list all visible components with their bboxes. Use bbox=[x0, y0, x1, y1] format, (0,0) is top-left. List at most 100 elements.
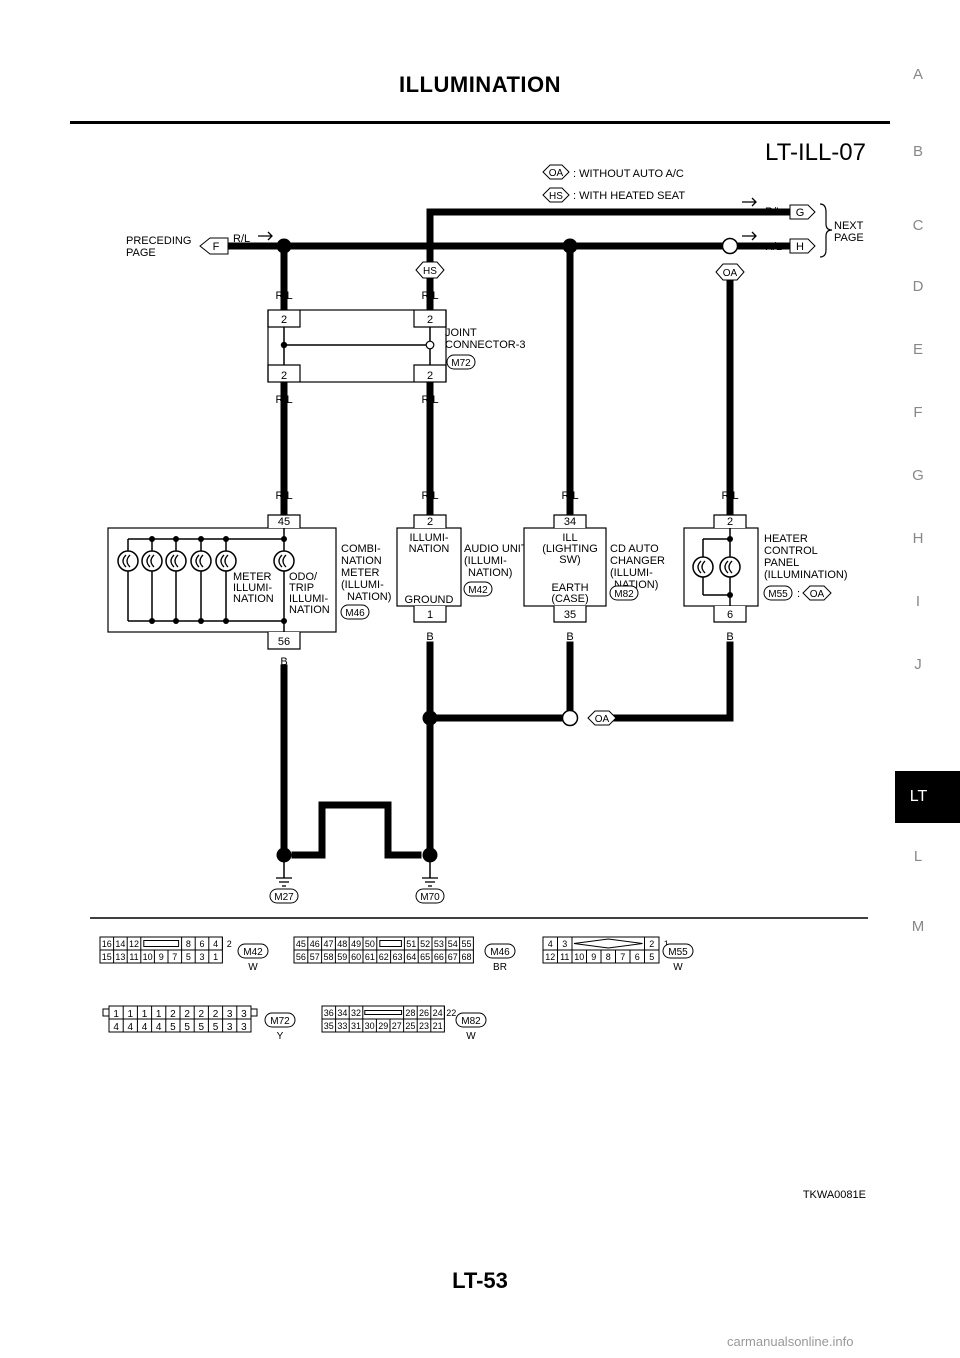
svg-text:34: 34 bbox=[564, 516, 576, 528]
svg-text:NATION: NATION bbox=[233, 593, 274, 605]
side-index-i[interactable]: I bbox=[915, 593, 921, 610]
svg-text:OA: OA bbox=[723, 268, 738, 279]
audio-connector-id: M42 bbox=[468, 585, 488, 596]
connector-pin: 53 bbox=[434, 939, 444, 949]
svg-text:METER: METER bbox=[341, 567, 380, 579]
svg-text:(ILLUMINATION): (ILLUMINATION) bbox=[764, 569, 848, 581]
wires bbox=[226, 208, 799, 859]
connector-pin: 4 bbox=[113, 1022, 119, 1033]
connector-pin: 1 bbox=[213, 952, 218, 962]
legend-hs-tag-shape bbox=[542, 187, 570, 203]
connector-pin: 24 bbox=[433, 1008, 443, 1018]
connector-pin: 1 bbox=[156, 1009, 162, 1020]
side-index-m[interactable]: M bbox=[911, 918, 925, 935]
ground-m70[interactable]: M70 bbox=[415, 862, 445, 904]
connector-pin: 34 bbox=[337, 1008, 347, 1018]
svg-text:(LIGHTING: (LIGHTING bbox=[542, 543, 598, 555]
offpage-g-tag: G bbox=[796, 207, 805, 219]
connector-pin: 11 bbox=[129, 952, 138, 962]
side-index: A B C D E F G H I J LT L M bbox=[895, 0, 960, 1358]
joint-label-l1: JOINT bbox=[445, 327, 477, 339]
bulb-icon bbox=[692, 556, 714, 578]
svg-text:45: 45 bbox=[278, 516, 290, 528]
svg-text:ILL: ILL bbox=[562, 532, 577, 544]
brace-icon bbox=[819, 203, 833, 258]
side-index-a[interactable]: A bbox=[912, 66, 923, 83]
connector-pin: 1 bbox=[664, 939, 669, 949]
bulb-icon bbox=[165, 550, 187, 572]
heater-control-panel[interactable]: 2 6 HEATER CONTROL PANEL (ILLUMINATION) … bbox=[683, 514, 848, 623]
wire-color-b: B bbox=[280, 822, 287, 834]
wire-color-rl: R/L bbox=[765, 206, 782, 218]
side-index-g[interactable]: G bbox=[912, 467, 924, 484]
svg-text:NATION: NATION bbox=[409, 543, 450, 555]
wire-color-b: B bbox=[566, 631, 573, 643]
svg-text:NATION): NATION) bbox=[347, 591, 391, 603]
wire-color-rl: R/L bbox=[275, 490, 292, 502]
connector-pin: 45 bbox=[296, 939, 306, 949]
connector-pin: 33 bbox=[337, 1021, 347, 1031]
preceding-page-connector[interactable]: PRECEDING PAGE F R/L bbox=[126, 231, 273, 259]
svg-text:ILLUMI-: ILLUMI- bbox=[409, 532, 448, 544]
connector-pin: 4 bbox=[548, 939, 553, 949]
svg-text:(ILLUMI-: (ILLUMI- bbox=[341, 579, 384, 591]
arrow-icon bbox=[742, 231, 757, 241]
audio-unit[interactable]: 2 1 ILLUMI- NATION GROUND AUDIO UNIT (IL… bbox=[396, 514, 528, 623]
combination-meter[interactable]: 45 56 METER ILLUMI- NATION ODO/ TRIP ILL… bbox=[107, 514, 391, 650]
connector-pin: 4 bbox=[142, 1022, 148, 1033]
svg-text:2: 2 bbox=[427, 370, 433, 382]
connector-id: M82 bbox=[461, 1016, 481, 1027]
side-index-l[interactable]: L bbox=[913, 848, 923, 865]
page-title: ILLUMINATION bbox=[398, 72, 561, 97]
connector-pin: 3 bbox=[562, 939, 567, 949]
svg-text:SW): SW) bbox=[559, 554, 580, 566]
connector-pin: 1 bbox=[142, 1009, 148, 1020]
svg-text:2: 2 bbox=[427, 314, 433, 326]
side-index-lt-active[interactable]: LT bbox=[895, 771, 960, 823]
svg-text:NATION: NATION bbox=[341, 555, 382, 567]
connector-pin: 1 bbox=[113, 1009, 119, 1020]
connector-pin: 67 bbox=[448, 952, 458, 962]
wire-color-b: B bbox=[726, 631, 733, 643]
side-index-j[interactable]: J bbox=[914, 656, 922, 673]
connector-pin: 2 bbox=[213, 1009, 219, 1020]
side-index-f[interactable]: F bbox=[913, 404, 923, 421]
ground-m27[interactable]: M27 bbox=[269, 862, 299, 904]
connector-pin: 5 bbox=[184, 1022, 190, 1033]
svg-text:PANEL: PANEL bbox=[764, 557, 799, 569]
legend-oa-text: : WITHOUT AUTO A/C bbox=[573, 168, 684, 180]
hs-tag: HS bbox=[415, 261, 445, 279]
cd-auto-changer[interactable]: 34 35 ILL (LIGHTING SW) EARTH (CASE) CD … bbox=[523, 514, 665, 623]
page-number: LT-53 bbox=[452, 1268, 508, 1293]
wire-color-rl: R/L bbox=[421, 290, 438, 302]
connector-pin: 22 bbox=[446, 1008, 456, 1018]
side-index-b[interactable]: B bbox=[912, 143, 923, 160]
wire-color-b: B bbox=[426, 822, 433, 834]
connector-pin: 26 bbox=[419, 1008, 429, 1018]
svg-text:M27: M27 bbox=[274, 892, 294, 903]
connector-pin: 9 bbox=[591, 952, 596, 962]
oa-tag-bus: OA bbox=[715, 263, 745, 281]
connector-color: W bbox=[466, 1031, 476, 1042]
joint-label-l2: CONNECTOR-3 bbox=[445, 339, 525, 351]
connector-id: M55 bbox=[668, 947, 688, 958]
svg-text:NATION: NATION bbox=[289, 604, 330, 616]
connector-pin: 3 bbox=[227, 1009, 233, 1020]
connector-pin: 60 bbox=[351, 952, 361, 962]
legend-oa-tag: OA bbox=[549, 168, 564, 179]
svg-text:EARTH: EARTH bbox=[551, 582, 588, 594]
joint-connector[interactable]: 2 2 2 2 JOINT CONNECTOR-3 M72 bbox=[267, 309, 525, 383]
bulb-icon bbox=[273, 550, 295, 572]
side-index-c[interactable]: C bbox=[912, 217, 924, 234]
side-index-h[interactable]: H bbox=[912, 530, 924, 547]
connector-pin: 35 bbox=[324, 1021, 334, 1031]
side-index-e[interactable]: E bbox=[912, 341, 923, 358]
connector-pin: 66 bbox=[434, 952, 444, 962]
next-page-connector[interactable]: R/L G R/L H NEXT PAGE bbox=[742, 197, 864, 258]
wire-ground-link bbox=[291, 801, 422, 859]
connector-pin: 6 bbox=[199, 939, 204, 949]
side-index-d[interactable]: D bbox=[912, 278, 924, 295]
